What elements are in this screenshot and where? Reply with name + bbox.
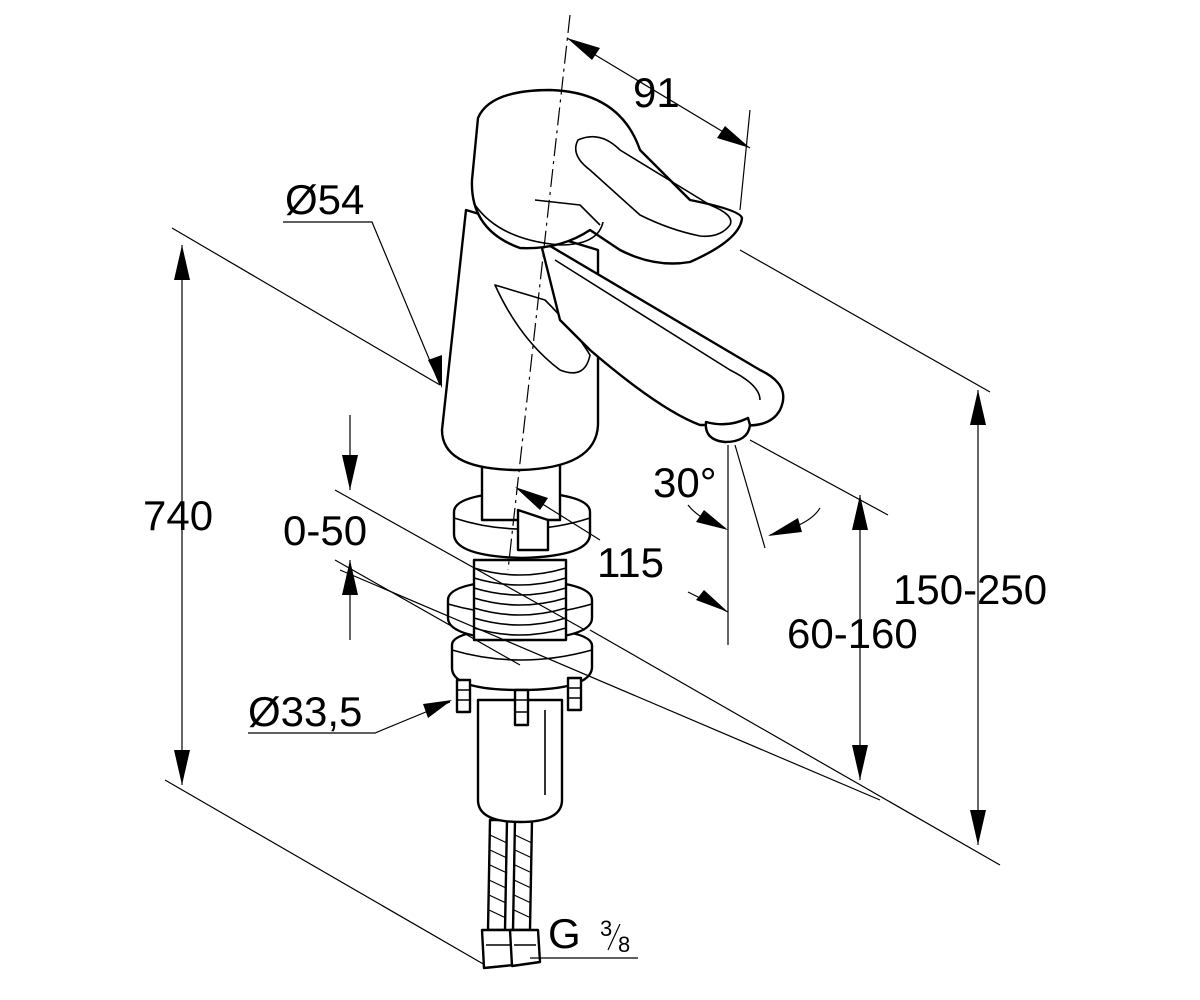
faucet-illustration	[440, 88, 785, 970]
dimension-spout-height: 60-160	[339, 439, 918, 801]
dimension-spout-reach: 115	[515, 487, 664, 586]
dim-label-0-50: 0-50	[283, 507, 367, 554]
supply-hoses	[480, 818, 542, 970]
thread-size-label: G 3 8	[530, 910, 638, 959]
dimension-shank-diameter: Ø33,5	[248, 688, 452, 735]
dim-label-30deg: 30°	[653, 459, 717, 506]
dim-label-shank-diameter: Ø33,5	[248, 688, 362, 735]
dim-label-91: 91	[633, 69, 680, 116]
thread-numerator: 3	[600, 916, 612, 941]
dimension-top-width: 91	[566, 37, 751, 211]
threaded-rod	[472, 558, 568, 642]
dimension-swivel-angle: 30°	[653, 444, 821, 645]
dimension-deck-range: 0-50	[283, 415, 586, 666]
dim-label-740: 740	[143, 492, 213, 539]
thread-prefix: G	[548, 910, 581, 957]
dimension-body-diameter: Ø54	[283, 176, 442, 388]
shank-body	[476, 698, 564, 824]
dim-label-60-160: 60-160	[787, 610, 918, 657]
dimension-total-height: 740	[143, 227, 486, 966]
thread-denominator: 8	[618, 932, 630, 957]
dim-label-150-250: 150-250	[893, 566, 1047, 613]
dimension-overall-height: 150-250	[589, 249, 1047, 866]
lever-handle	[470, 88, 744, 265]
dim-label-body-diameter: Ø54	[285, 176, 364, 223]
dim-label-115: 115	[597, 539, 664, 586]
center-axis	[507, 14, 571, 571]
